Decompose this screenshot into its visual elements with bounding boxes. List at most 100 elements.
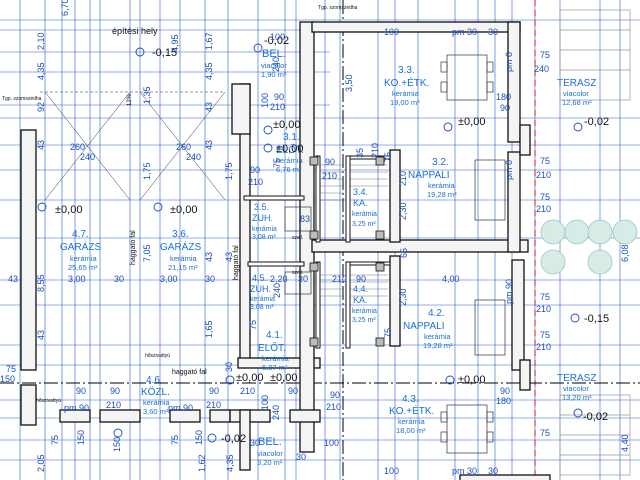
dimension-label: 75	[540, 292, 550, 302]
room-34-area: 3,25 m²	[352, 221, 376, 228]
dimension-label: 83	[300, 214, 310, 224]
dimension-label: 4,95	[170, 34, 180, 52]
room-45-area: 3,08 m²	[250, 304, 274, 311]
level-text: ±0,00	[276, 143, 303, 155]
heat-pump-tag-2: hőszivattyú	[36, 398, 61, 404]
vent-tag-2: szell.	[292, 270, 303, 276]
dimension-label: 75	[383, 152, 393, 162]
dimension-label: 43	[8, 274, 18, 284]
room-33-area: 18,00 m²	[390, 98, 420, 107]
room-44-area: 3,25 m²	[352, 317, 376, 324]
dimension-label: 90	[500, 103, 510, 113]
dimension-label: 240	[80, 152, 95, 162]
dimension-label: 2,10	[36, 32, 46, 50]
furniture	[284, 9, 631, 476]
room-41-name: ELŐT.	[258, 340, 286, 354]
dimension-label: 210	[240, 386, 255, 396]
room-bel-bot-mat: viacolor	[257, 449, 283, 458]
dimension-label: 100	[384, 466, 399, 476]
dimension-label: 43	[36, 330, 46, 340]
dimension-label: 4,35	[225, 454, 235, 472]
dimension-label: 90	[76, 386, 86, 396]
room-47-area: 25,65 m²	[68, 263, 98, 272]
level-text: -0,02	[583, 411, 608, 423]
dimension-label: 150	[0, 374, 15, 384]
dimension-label: 4,35	[36, 62, 46, 80]
dimension-label: 75	[272, 158, 282, 168]
room-35-name: ZUH.	[252, 213, 273, 223]
room-bel-top-area: 1,90 m²	[261, 70, 287, 79]
dimension-label: 8,55	[36, 274, 46, 292]
level-text: ±0,00	[458, 374, 485, 386]
dimension-label: 2,05	[36, 454, 46, 472]
dimension-label: 180	[496, 92, 511, 102]
dimension-label: 30	[114, 274, 124, 284]
dimension-label: 3,50	[344, 74, 354, 92]
dimension-label: 30	[296, 452, 306, 462]
dimension-label: 90	[274, 92, 284, 102]
dimension-label: 210	[398, 171, 408, 186]
dimension-label: pm 90	[168, 403, 193, 413]
room-bel-bot-name: BEL.	[258, 436, 282, 448]
level-markers	[37, 43, 583, 443]
room-terasz-bot-name: TERASZ	[557, 373, 596, 384]
dimension-label: 260	[70, 142, 85, 152]
level-text: ±0,00	[270, 372, 297, 384]
room-42-area: 19,28 m²	[423, 341, 453, 350]
dimension-label: 1,67	[204, 32, 214, 50]
room-33-mat: kerámia	[392, 89, 420, 98]
dimension-label: 43	[204, 252, 214, 262]
room-41-mat: kerámia	[262, 354, 290, 363]
room-45-num: 4.5.	[252, 273, 267, 283]
dimension-label: 30	[488, 27, 498, 37]
north-mark: 12%	[127, 93, 133, 106]
level-text: ±0,00	[273, 119, 300, 131]
dimension-label: 4,35	[204, 62, 214, 80]
dimension-label: 240	[272, 283, 282, 298]
room-36-num: 3.6.	[172, 229, 189, 240]
level-text: ±0,00	[55, 204, 82, 216]
room-31-area: 6,76 m²	[276, 165, 302, 174]
vent-tag: szell.	[292, 235, 303, 241]
garage-diagonals	[40, 91, 226, 201]
dimension-label: 6,08	[620, 244, 630, 262]
dimension-label: 210	[332, 274, 347, 284]
level-text: -0,15	[584, 313, 609, 325]
dimension-label: 210	[370, 143, 380, 158]
dimension-label: 150	[112, 437, 122, 452]
room-45-mat: kerámia	[250, 296, 275, 303]
level-text: -0,02	[584, 116, 609, 128]
room-44-name: KA.	[353, 295, 368, 305]
dimension-label: 30	[250, 438, 260, 448]
stair-label-3: haggató fal	[172, 369, 207, 376]
level-text: ±0,00	[236, 372, 263, 384]
dimension-label: 3,00	[160, 274, 178, 284]
dimension-label: pm 0	[504, 52, 514, 72]
dimension-label: 2,30	[398, 202, 408, 220]
room-33-num: 3.3.	[398, 65, 415, 76]
level-texts: -0,15 -0,02 ±0,00 -0,02 ±0,00 ±0,00 ±0,0…	[55, 35, 609, 445]
room-34-mat: kerámia	[352, 211, 377, 218]
level-text: -0,02	[264, 35, 289, 47]
partitions	[243, 155, 391, 349]
dimension-label: 30	[298, 274, 308, 284]
dimension-label: 240	[271, 405, 281, 420]
dimension-label: 4,40	[620, 434, 630, 452]
room-47-name: GARÁZS	[60, 240, 101, 253]
room-42-name: NAPPALI	[403, 321, 445, 332]
room-35-area: 3,08 m²	[252, 234, 276, 241]
dimension-label: 210	[536, 342, 551, 352]
room-44-mat: kerámia	[352, 308, 377, 315]
room-36-mat: kerámia	[170, 254, 198, 263]
room-terasz-bot-mat: viacolor	[563, 384, 589, 393]
dimension-label: 7,05	[142, 244, 152, 262]
dimension-label: 150	[194, 430, 204, 445]
dimension-label: 210	[536, 304, 551, 314]
dimension-label: 35	[355, 148, 365, 158]
dimension-label: 260	[176, 142, 191, 152]
dimension-label: 210	[106, 400, 121, 410]
dimension-label: 240	[271, 57, 281, 72]
dimension-label: 100	[384, 27, 399, 37]
room-47-num: 4.7.	[72, 229, 89, 240]
